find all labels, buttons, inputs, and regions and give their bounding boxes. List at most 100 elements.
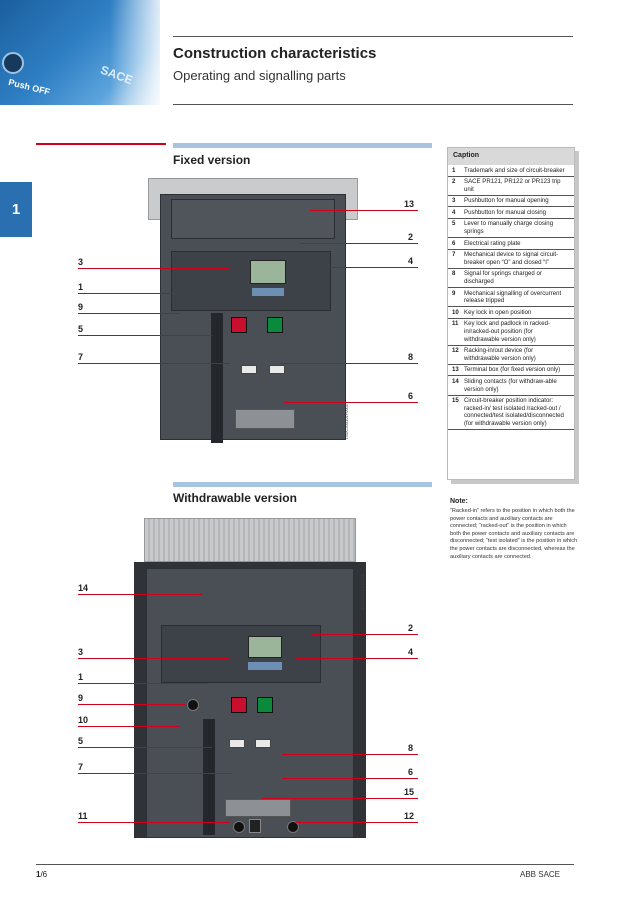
fixed-callout-13: 13: [404, 199, 415, 209]
wd-leader-15: [262, 798, 418, 799]
wd-leader-12: [296, 822, 418, 823]
withdrawable-lcd-display: [248, 636, 282, 658]
withdrawable-breaker-body: [146, 568, 354, 838]
caption-item: 8 Signal for springs charged or discharge…: [448, 269, 574, 289]
manual-closing-button[interactable]: [267, 317, 283, 333]
caption-item-number: 3: [452, 197, 456, 205]
caption-item-text: Key lock in open position: [464, 308, 532, 316]
wd-callout-9: 9: [78, 693, 84, 703]
caption-item-text: Trademark and size of circuit-breaker: [464, 166, 565, 174]
withdrawable-image-code: 1SDC200102F0001: [360, 574, 365, 610]
wd-leader-9: [78, 704, 186, 705]
wd-leader-5: [78, 747, 212, 748]
page-subtitle: Operating and signalling parts: [173, 68, 346, 83]
caption-item-text: Electrical rating plate: [464, 239, 521, 247]
caption-item-number: 7: [452, 251, 456, 259]
caption-item-number: 1: [452, 166, 456, 174]
wd-callout-10: 10: [78, 715, 89, 725]
key-lock-racked[interactable]: [233, 821, 245, 833]
caption-item-text: Signal for springs charged or discharged: [464, 270, 542, 286]
fixed-section-band: [173, 143, 432, 148]
key-lock-open[interactable]: [187, 699, 199, 711]
charging-lever[interactable]: [211, 313, 223, 443]
terminal-box: [171, 199, 335, 239]
rating-plate: [235, 409, 295, 429]
wd-leader-1: [78, 683, 208, 684]
wd-leader-4: [296, 658, 418, 659]
caption-item: 1 Trademark and size of circuit-breaker: [448, 165, 574, 177]
caption-item-number: 9: [452, 289, 456, 297]
withdrawable-manual-opening-button[interactable]: [231, 697, 247, 713]
fixed-callout-1: 1: [78, 282, 84, 292]
withdrawable-open-closed-indicator: [229, 739, 245, 748]
caption-item-text: Pushbutton for manual opening: [464, 197, 549, 205]
fixed-version-heading: Fixed version: [173, 153, 251, 167]
fixed-leader-9: [78, 313, 180, 314]
fixed-breaker-image: 1SDC200101F0001: [148, 178, 358, 443]
wd-leader-3: [78, 658, 230, 659]
caption-item-number: 2: [452, 178, 456, 186]
caption-box: Caption 1 Trademark and size of circuit-b…: [447, 147, 575, 480]
fixed-leader-2: [300, 243, 418, 244]
chapter-tab: 1: [0, 182, 32, 237]
wd-callout-4: 4: [408, 647, 414, 657]
wd-leader-11: [78, 822, 230, 823]
fixed-leader-7: [78, 363, 230, 364]
caption-item: 10 Key lock in open position: [448, 307, 574, 319]
fixed-leader-6: [284, 402, 418, 403]
caption-item-number: 12: [452, 347, 459, 355]
withdrawable-springs-indicator: [255, 739, 271, 748]
caption-item-number: 10: [452, 308, 459, 316]
caption-item-text: Pushbutton for manual closing: [464, 208, 546, 216]
header-rule-top: [173, 36, 573, 37]
caption-item: 12 Racking-in/out device (for withdrawabl…: [448, 346, 574, 365]
fixed-callout-2: 2: [408, 232, 414, 242]
caption-item-number: 6: [452, 239, 456, 247]
fixed-callout-4: 4: [408, 256, 414, 266]
note-body: “Racked-in” refers to the position in wh…: [450, 508, 578, 560]
fixed-leader-3: [78, 268, 230, 269]
withdrawable-manual-closing-button[interactable]: [257, 697, 273, 713]
fixed-callout-8: 8: [408, 352, 414, 362]
fixed-leader-5: [78, 335, 212, 336]
wd-leader-8: [282, 754, 418, 755]
fixed-leader-8: [280, 363, 418, 364]
withdrawable-charging-lever[interactable]: [203, 719, 215, 835]
page-number-page: /6: [40, 870, 48, 879]
header-photo-text-1: Push OFF: [7, 77, 52, 97]
breaker-body: [160, 194, 346, 443]
header-rule-bottom: [173, 104, 573, 105]
caption-item-number: 15: [452, 397, 459, 405]
footer-brand: ABB SACE: [520, 870, 561, 879]
withdrawable-version-heading: Withdrawable version: [173, 491, 297, 505]
caption-title: Caption: [448, 148, 574, 165]
wd-callout-14: 14: [78, 583, 89, 593]
wd-callout-3: 3: [78, 647, 84, 657]
fixed-leader-13: [310, 210, 418, 211]
fixed-callout-5: 5: [78, 324, 84, 334]
wd-callout-8: 8: [408, 743, 414, 753]
manual-opening-button[interactable]: [231, 317, 247, 333]
caption-item-text: Lever to manually charge closing springs: [464, 220, 554, 236]
position-indicator: [249, 819, 261, 833]
note-title: Note:: [450, 498, 468, 505]
lcd-display: [250, 260, 286, 284]
page-number: 1/6: [36, 870, 47, 879]
wd-callout-12: 12: [404, 811, 415, 821]
fixed-callout-7: 7: [78, 352, 84, 362]
caption-item-text: Racking-in/out device (for withdrawable …: [464, 347, 536, 362]
red-accent-line: [36, 143, 166, 145]
sliding-contacts-top: [144, 518, 356, 562]
caption-item-text: Terminal box (for fixed version only): [464, 366, 561, 374]
caption-item-text: Key lock and padlock in racked-in/racked…: [464, 320, 551, 343]
caption-item-number: 8: [452, 270, 456, 278]
racking-device[interactable]: [287, 821, 299, 833]
caption-item-text: SACE PR121, PR122 or PR123 trip unit: [464, 178, 561, 193]
wd-leader-6: [282, 778, 418, 779]
